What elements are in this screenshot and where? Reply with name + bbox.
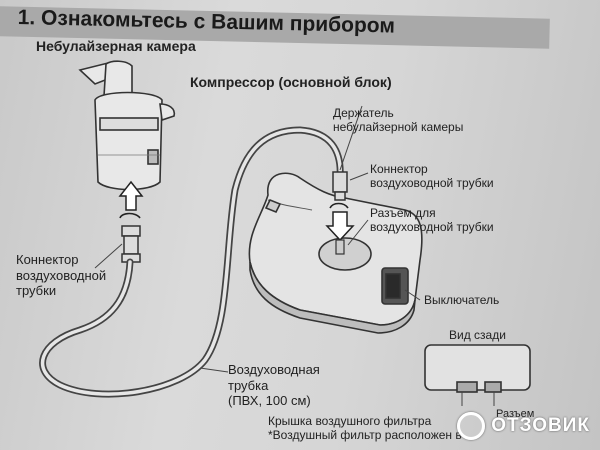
leader-lines xyxy=(94,105,495,406)
right-tube-connector-illustration xyxy=(332,171,348,201)
label-tube-socket: Разъем для воздуховодной трубки xyxy=(370,206,494,235)
rear-view-illustration xyxy=(424,344,531,393)
label-chamber-holder-line2: небулайзерной камеры xyxy=(333,120,464,135)
label-tube-connector-left-line3: трубки xyxy=(16,283,57,299)
label-filter-cover-line1: Крышка воздушного фильтра xyxy=(268,414,432,428)
label-tube-connector-right-line2: воздуховодной трубки xyxy=(370,176,494,191)
watermark-logo-icon xyxy=(457,412,486,440)
label-tube-connector-left: Коннектор воздуховодной трубки xyxy=(16,252,106,299)
label-tube-socket-line2: воздуховодной трубки xyxy=(370,220,494,235)
up-arrow-icon xyxy=(118,180,144,211)
label-nebulizer-chamber: Небулайзерная камера xyxy=(36,38,196,54)
label-compressor: Компрессор (основной блок) xyxy=(190,74,392,90)
watermark: ОТЗОВИК xyxy=(457,412,590,440)
label-air-tube-line2: трубка xyxy=(228,377,269,393)
label-filter-cover-line2: *Воздушный фильтр расположен в xyxy=(268,428,462,443)
label-chamber-holder: Держатель небулайзерной камеры xyxy=(333,106,463,135)
nebulizer-chamber-illustration xyxy=(78,60,176,191)
left-tube-connector-illustration xyxy=(121,225,141,263)
label-air-tube-line3: (ПВХ, 100 см) xyxy=(228,393,311,409)
label-rear-view: Вид сзади xyxy=(449,328,506,342)
watermark-text: ОТЗОВИК xyxy=(491,415,590,436)
label-tube-connector-right-line1: Коннектор xyxy=(370,162,428,176)
curved-arrow-icon xyxy=(119,212,141,219)
label-switch: Выключатель xyxy=(424,293,500,307)
label-air-tube-line1: Воздуховодная xyxy=(228,362,320,377)
label-air-tube: Воздуховодная трубка (ПВХ, 100 см) xyxy=(228,362,320,409)
label-chamber-holder-line1: Держатель xyxy=(333,106,394,120)
down-arrow-icon xyxy=(325,211,355,242)
label-filter-cover: Крышка воздушного фильтра *Воздушный фил… xyxy=(268,414,462,443)
label-tube-socket-line1: Разъем для xyxy=(370,206,436,220)
label-rear-socket-partial: Разъем xyxy=(496,408,535,420)
label-tube-connector-left-line1: Коннектор xyxy=(16,252,79,267)
label-tube-connector-left-line2: воздуховодной xyxy=(16,267,107,283)
label-tube-connector-right: Коннектор воздуховодной трубки xyxy=(370,162,494,191)
